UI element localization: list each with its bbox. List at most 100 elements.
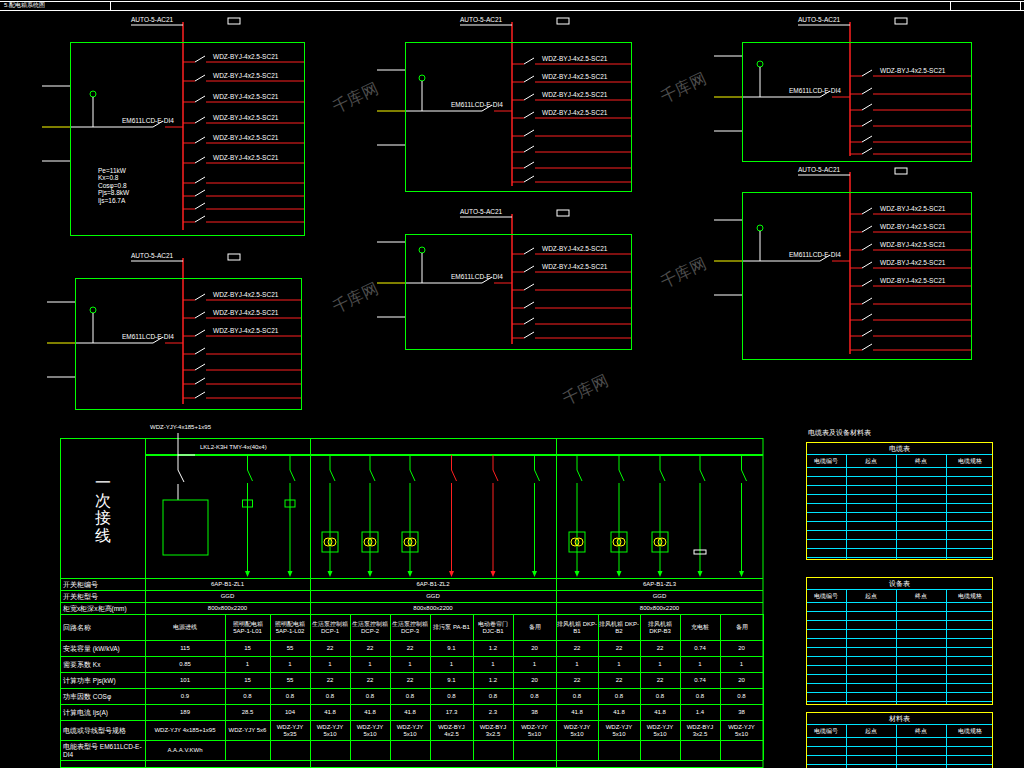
- tag-box: [557, 210, 569, 216]
- feeder-stub: [42, 161, 70, 162]
- feeder-stub: [714, 295, 742, 296]
- table-line: [806, 521, 993, 522]
- table-cell: 1: [311, 657, 349, 672]
- breaker-symbol: [524, 266, 534, 272]
- transformer-symbol: [328, 538, 336, 546]
- table-line: [430, 614, 431, 760]
- breaker-symbol: [195, 96, 205, 102]
- table-line: [60, 688, 763, 689]
- table-line: [60, 720, 763, 721]
- table-line: [720, 614, 721, 760]
- detector-symbol: [757, 61, 763, 67]
- circuit-wire: [873, 350, 972, 351]
- table-cell: 22: [391, 673, 429, 688]
- table-cell: 1: [641, 657, 679, 672]
- circuit-wire: [512, 290, 524, 291]
- wire: [422, 253, 423, 283]
- circuit-wire: [512, 272, 524, 273]
- tag-box: [895, 18, 907, 24]
- feeder-stub: [377, 317, 405, 318]
- table-line: [946, 725, 947, 768]
- frame-line: [0, 10, 1024, 11]
- table-line: [806, 530, 993, 531]
- table-line: [846, 590, 847, 706]
- table-line: [806, 494, 993, 495]
- feeder-wire: [370, 455, 371, 470]
- table-line: [806, 746, 993, 747]
- circuit-wire: [206, 143, 305, 144]
- table-line: [806, 611, 993, 612]
- circuit-wire: [512, 324, 524, 325]
- detector-symbol: [419, 75, 425, 81]
- arrowhead: [739, 571, 744, 577]
- table-line: [60, 578, 763, 579]
- circuit-label: WDZ-BYJ-4x2.5-SC21: [213, 72, 278, 79]
- circuit-wire: [206, 183, 305, 184]
- table-cell: 排风机箱 DKP-B3: [641, 615, 679, 640]
- table-cell: 6AP-B1-ZL1: [146, 579, 309, 590]
- meter-label: EM611LCD-E-DI4: [122, 117, 174, 124]
- table-line: [896, 590, 897, 706]
- table-line: [806, 692, 993, 693]
- watermark: 千库网: [658, 255, 709, 292]
- table-line: [60, 602, 763, 603]
- table-cell: 22: [311, 641, 349, 656]
- column-heading: 电缆规格: [947, 591, 992, 601]
- table-line: [806, 620, 993, 621]
- circuit-wire: [873, 232, 972, 233]
- breaker-symbol: [195, 177, 205, 183]
- table-line: [846, 725, 847, 768]
- capacitor-symbol: [694, 550, 706, 554]
- circuit-wire: [206, 222, 305, 223]
- feeder-stub: [47, 377, 75, 378]
- breaker-symbol: [524, 302, 534, 308]
- feeder-wire: [660, 483, 661, 571]
- feeder-wire: [330, 483, 331, 571]
- breaker-symbol: [577, 470, 582, 481]
- table-cell: WDZ-BYJ 4x2.5: [431, 721, 472, 740]
- tag-box: [228, 254, 240, 260]
- incoming-wire: [178, 484, 179, 500]
- table-cell: 0.8: [311, 689, 349, 704]
- column-heading: 电缆编号: [807, 726, 845, 736]
- table-cell: 22: [557, 641, 597, 656]
- column-heading: 终点: [897, 591, 945, 601]
- table-cell: WDZ-YJY 5x10: [599, 721, 639, 740]
- transformer-symbol: [408, 538, 416, 546]
- circuit-label: WDZ-BYJ-4x2.5-SC21: [880, 259, 945, 266]
- table-cell: WDZ-BYJ 3x2.5: [474, 721, 512, 740]
- feeder-wire: [577, 455, 578, 470]
- table-cell: 55: [271, 641, 309, 656]
- table-cell: 20: [514, 673, 555, 688]
- feeder-stub: [42, 86, 70, 87]
- circuit-label: WDZ-BYJ-4x2.5-SC21: [880, 205, 945, 212]
- transformer-symbol: [575, 538, 583, 546]
- breaker-symbol: [195, 117, 205, 123]
- circuit-label: WDZ-BYJ-4x2.5-SC21: [213, 134, 278, 141]
- table-cell: 41.8: [351, 705, 389, 720]
- feeder-stub: [714, 56, 742, 57]
- circuit-wire: [183, 336, 195, 337]
- table-cell: 28.5: [226, 705, 269, 720]
- circuit-label: WDZ-BYJ-4x2.5-SC21: [213, 327, 278, 334]
- table-cell: 电源进线: [146, 615, 224, 640]
- table-cell: 0.8: [721, 689, 762, 704]
- breaker-symbol: [248, 470, 253, 481]
- table-cell: 备用: [721, 615, 762, 640]
- circuit-wire: [206, 102, 305, 103]
- circuit-wire: [183, 123, 195, 124]
- meter-label: EM611LCD-E-DI4: [789, 87, 841, 94]
- table-cell: 0.8: [226, 689, 269, 704]
- table-cell: WDZ-YJY 5x35: [271, 721, 309, 740]
- breaker-symbol: [524, 94, 534, 100]
- breaker-symbol: [524, 248, 534, 254]
- meter-label: EM611LCD-E-DI4: [789, 251, 841, 258]
- circuit-wire: [850, 268, 862, 269]
- breaker-symbol: [195, 137, 205, 143]
- table-cell: 电动卷帘门 DJC-B1: [474, 615, 512, 640]
- circuit-wire: [183, 318, 195, 319]
- table-cell: 0.8: [681, 689, 719, 704]
- table-cell: 0.74: [681, 641, 719, 656]
- meter-label: EM611LCD-E-DI4: [122, 333, 174, 340]
- table-line: [60, 614, 763, 615]
